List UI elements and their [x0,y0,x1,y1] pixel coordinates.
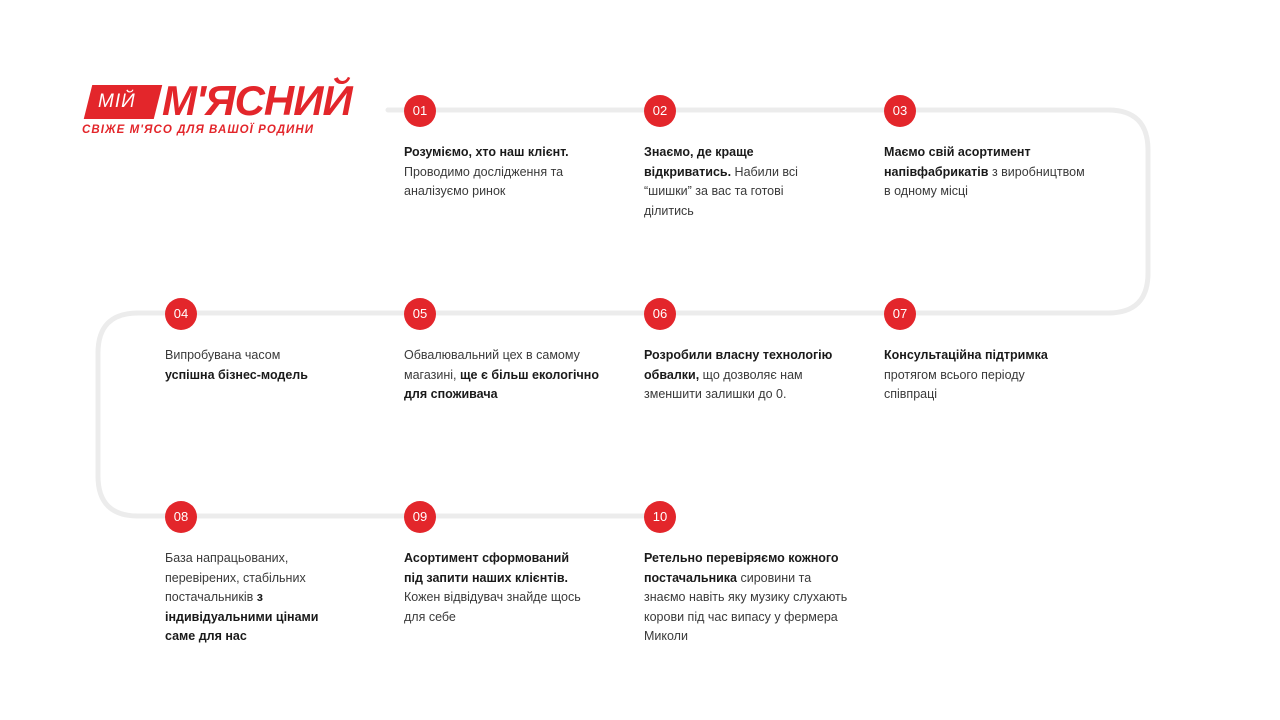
step-description: Асортимент сформований під запити наших … [404,549,589,627]
step-bold-text: Знаємо, де краще відкриватись. [644,145,754,179]
step-bold-text: Асортимент сформований під запити наших … [404,551,570,585]
step-number-badge: 04 [165,298,197,330]
step-text: Обвалювальний цех в самому магазині, [404,348,580,382]
logo-small-text: МІЙ [98,91,136,112]
step-description: Знаємо, де краще відкриватись. Набили вс… [644,143,819,221]
step-bold-text: Консультаційна підтримка [884,348,1048,362]
step-description: База напрацьованих, перевірених, стабіль… [165,549,330,647]
step-text: База напрацьованих, перевірених, стабіль… [165,551,306,604]
step-number-badge: 10 [644,501,676,533]
step-description: Маємо свій асортимент напівфабрикатів з … [884,143,1094,202]
step-bold-text: Розробили власну технологію обвалки, [644,348,833,382]
step-description: Розробили власну технологію обвалки, що … [644,346,854,405]
step-text: Проводимо дослідження та аналізуємо рино… [404,164,564,199]
step-description: Випробувана часом успішна бізнес-модель [165,346,375,385]
step-text: протягом всього періоду співпраці [884,367,1025,402]
step-description: Розуміємо, хто наш клієнт. Проводимо дос… [404,143,614,202]
step-text: Набили всі “шишки” за вас та готові діли… [644,164,798,218]
step-description: Обвалювальний цех в самому магазині, ще … [404,346,614,405]
step-bold-text: Маємо свій асортимент напівфабрикатів [884,145,1031,179]
step-description: Ретельно перевіряємо кожного постачальни… [644,549,854,647]
step-text: сировини та знаємо навіть яку музику слу… [644,570,848,644]
step-bold-text: ще є більш екологічно для споживача [404,367,599,402]
step-text: Випробувана часом [165,348,281,362]
step-number-badge: 01 [404,95,436,127]
brand-logo: МІЙ М'ЯСНИЙ СВІЖЕ М'ЯСО ДЛЯ ВАШОЇ РОДИНИ [82,77,382,142]
step-number-badge: 05 [404,298,436,330]
step-text: Кожен відвідувач знайде щось для себе [404,590,581,624]
step-number-badge: 06 [644,298,676,330]
logo-brand-name: М'ЯСНИЙ [162,77,353,124]
step-bold-text: з індивідуальними цінами саме для нас [165,590,319,643]
step-number-badge: 08 [165,501,197,533]
step-bold-text: Ретельно перевіряємо кожного постачальни… [644,551,839,585]
step-bold-text: Розуміємо, хто наш клієнт. [404,145,569,159]
logo-tagline: СВІЖЕ М'ЯСО ДЛЯ ВАШОЇ РОДИНИ [82,124,315,136]
step-text: що дозволяє нам зменшити залишки до 0. [644,367,803,402]
step-number-badge: 07 [884,298,916,330]
step-number-badge: 03 [884,95,916,127]
step-description: Консультаційна підтримка протягом всього… [884,346,1064,405]
step-number-badge: 02 [644,95,676,127]
step-number-badge: 09 [404,501,436,533]
step-text: з виробництвом в одному місці [884,164,1085,199]
step-bold-text: успішна бізнес-модель [165,367,308,382]
